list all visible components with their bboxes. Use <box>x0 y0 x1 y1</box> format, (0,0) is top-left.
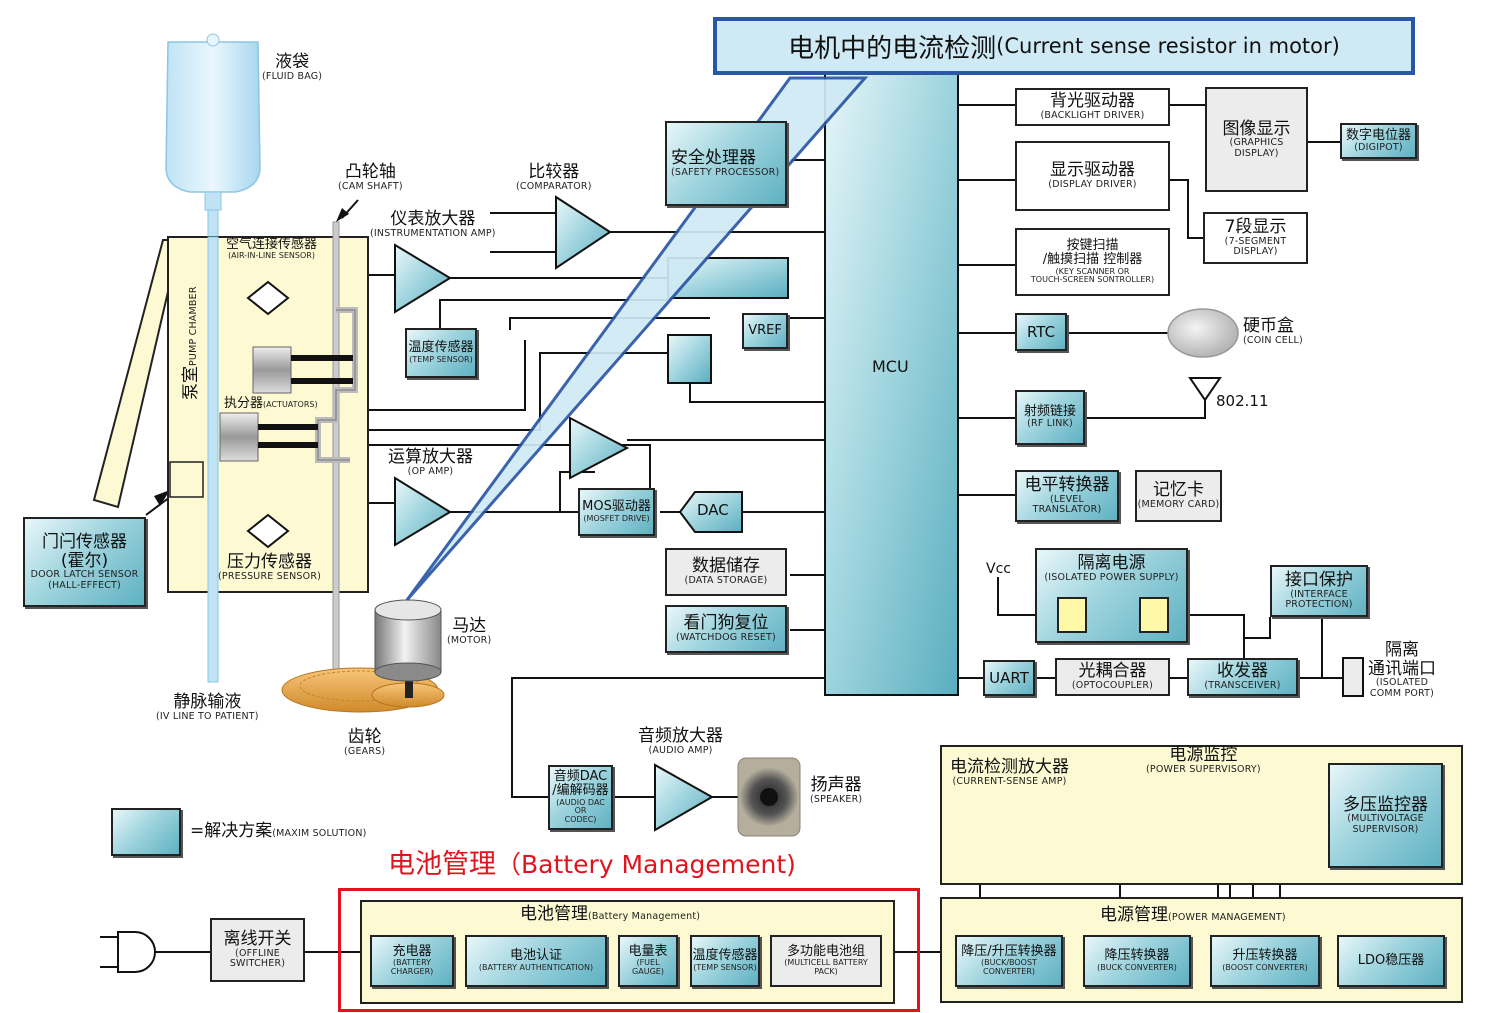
mcu-block <box>824 39 959 696</box>
callout-pointer <box>405 76 869 601</box>
air-sensor-diamond <box>246 280 290 316</box>
fluid-bag-label: 液袋(FLUID BAG) <box>262 52 323 82</box>
mosfet-drive-block: MOS驱动器(MOSFET DRIVE) <box>578 488 655 536</box>
watchdog-block: 看门狗复位(WATCHDOG RESET) <box>665 605 787 653</box>
dac-label: DAC <box>697 501 729 519</box>
safety-processor-block: 安全处理器(SAFETY PROCESSOR) <box>665 121 787 206</box>
transceiver-block: 收发器(TRANSCEIVER) <box>1187 658 1298 696</box>
legend-label: =解决方案(MAXIM SOLUTION) <box>190 821 367 841</box>
cam-shaft-rod <box>332 221 340 681</box>
audio-amp-triangle <box>654 763 715 832</box>
antenna-label: 802.11 <box>1216 392 1269 410</box>
actuators-label: 执分器(ACTUATORS) <box>224 396 318 411</box>
callout-box: 电机中的电流检测(Current sense resistor in motor… <box>713 17 1415 75</box>
buck-boost-block: 降压/升压转换器(BUCK/BOOST CONVERTER) <box>955 935 1063 987</box>
inst-amp-label: 仪表放大器(INSTRUMENTATION AMP) <box>370 209 496 239</box>
battery-temp-block: 温度传感器(TEMP SENSOR) <box>690 935 760 987</box>
iso-transformer-left <box>1057 597 1087 633</box>
memory-card-block: 记忆卡(MEMORY CARD) <box>1135 470 1222 522</box>
battery-group-label: 电池管理(Battery Management) <box>520 904 701 924</box>
cam-shaft-label: 凸轮轴(CAM SHAFT) <box>338 162 403 192</box>
adc-triangle <box>569 416 630 480</box>
air-sensor-label: 空气连接传感器(AIR-IN-LINE SENSOR) <box>226 237 318 261</box>
optocoupler-block: 光耦合器(OPTOCOUPLER) <box>1055 658 1170 696</box>
legend-swatch <box>111 808 181 856</box>
iso-port-icon <box>1342 657 1364 697</box>
audio-amp-label: 音频放大器(AUDIO AMP) <box>638 726 723 756</box>
ldo-block: LDO稳压器 <box>1337 935 1445 987</box>
vref-block: VREF <box>742 313 788 349</box>
pump-chamber-label: 泵室PUMP CHAMBER <box>181 286 201 400</box>
motor-label: 马达(MOTOR) <box>447 616 492 646</box>
op-amp-label: 运算放大器(OP AMP) <box>388 447 473 477</box>
current-sense-label: 电流检测放大器(CURRENT-SENSE AMP) <box>950 757 1069 787</box>
fuel-gauge-block: 电量表(FUEL GAUGE) <box>618 935 678 987</box>
mcu-label: MCU <box>872 357 909 376</box>
battery-highlight-frame <box>338 888 920 1012</box>
temp-sensor-block: 温度传感器(TEMP SENSOR) <box>405 328 477 378</box>
coin-cell-icon <box>1167 308 1239 358</box>
motor-icon <box>281 599 445 713</box>
door-latch-arrow <box>154 490 170 506</box>
data-storage-block: 数据储存(DATA STORAGE) <box>665 548 787 596</box>
pressure-sensor-label: 压力传感器(PRESSURE SENSOR) <box>218 552 322 582</box>
mux-block <box>667 334 712 384</box>
pressure-sensor-diamond <box>246 513 290 549</box>
backlight-driver-block: 背光驱动器(BACKLIGHT DRIVER) <box>1015 88 1170 126</box>
vcc-label: Vcc <box>986 561 1011 577</box>
boost-converter-block: 升压转换器(BOOST CONVERTER) <box>1210 935 1320 987</box>
antenna-icon <box>1188 377 1222 418</box>
comparator-label: 比较器(COMPARATOR) <box>516 162 592 192</box>
iso-transformer-right <box>1139 597 1169 633</box>
coin-cell-label: 硬币盒(COIN CELL) <box>1243 316 1303 346</box>
battery-title: 电池管理（Battery Management) <box>388 849 796 880</box>
dac-shape <box>678 491 743 533</box>
actuator-icon <box>219 346 353 462</box>
rf-link-block: 射频链接(RF LINK) <box>1015 390 1085 445</box>
plug-icon <box>117 931 156 973</box>
power-management-label: 电源管理(POWER MANAGEMENT) <box>1100 905 1286 925</box>
door-latch-block: 门闩传感器 (霍尔) DOOR LATCH SENSOR (HALL-EFFEC… <box>23 517 146 607</box>
power-supervisory-label: 电源监控(POWER SUPERVISORY) <box>1146 745 1261 775</box>
speaker-label: 扬声器(SPEAKER) <box>810 775 863 805</box>
multicell-pack-block: 多功能电池组(MULTICELL BATTERY PACK) <box>770 935 882 987</box>
inst-amp-triangle <box>394 243 452 314</box>
callout-zh: 电机中的电流检测 <box>788 33 997 64</box>
iv-line-label: 静脉输液(IV LINE TO PATIENT) <box>156 692 259 722</box>
callout-en: (Current sense resistor in motor) <box>996 34 1340 58</box>
display-driver-block: 显示驱动器(DISPLAY DRIVER) <box>1015 141 1170 211</box>
digipot-block: 数字电位器(DIGIPOT) <box>1340 123 1417 159</box>
comparator-triangle <box>555 195 612 270</box>
buck-converter-block: 降压转换器(BUCK CONVERTER) <box>1083 935 1191 987</box>
battery-charger-block: 充电器(BATTERY CHARGER) <box>370 935 454 987</box>
battery-auth-block: 电池认证(BATTERY AUTHENTICATION) <box>465 935 607 987</box>
speaker-icon <box>737 757 801 837</box>
gears-label: 齿轮(GEARS) <box>344 727 386 757</box>
op-amp-triangle <box>394 476 452 547</box>
rtc-block: RTC <box>1015 313 1067 351</box>
uart-block: UART <box>983 660 1035 696</box>
